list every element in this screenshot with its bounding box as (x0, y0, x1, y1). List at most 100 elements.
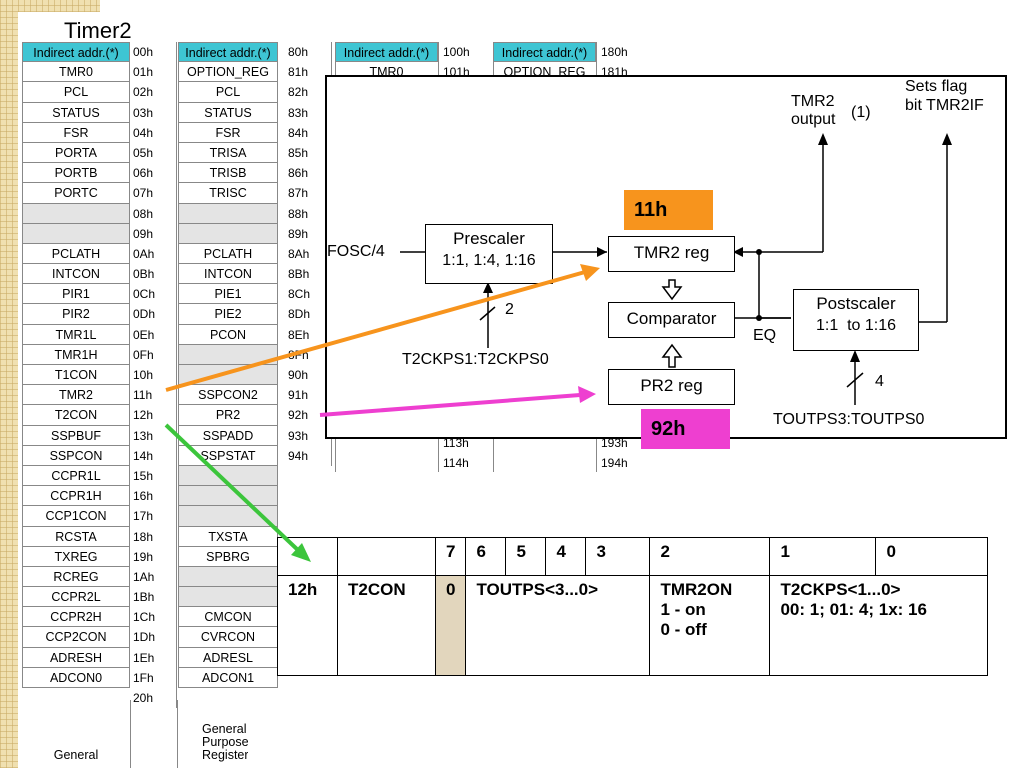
toutps-field: TOUTPS<3...0> (465, 575, 651, 676)
tmr2-output-text: TMR2 output (791, 93, 836, 128)
bank1-register-cell: ADCON1 (178, 667, 278, 688)
t2con-address: 12h (277, 575, 338, 676)
t2ckps-values: 00: 1; 01: 4; 1x: 16 (780, 600, 927, 619)
bank1-register-cell (178, 203, 278, 224)
pr2-address-tag: 92h (641, 409, 730, 449)
prescaler-select-label: T2CKPS1:T2CKPS0 (402, 351, 549, 368)
tmr2if-flag-label: Sets flag bit TMR2IF (905, 77, 984, 115)
bank0-address: 0Ch (133, 287, 156, 302)
postscaler-bus-width: 4 (875, 373, 884, 390)
tmr2on-field: TMR2ON 1 - on 0 - off (649, 575, 771, 676)
bank1-address: 8Ah (288, 246, 310, 261)
bank0-register-cell (22, 223, 130, 244)
bank3-address: 180h (601, 45, 628, 59)
bank1-address: 83h (288, 105, 309, 120)
bank0-address: 04h (133, 125, 154, 140)
bit-2-header: 2 (649, 537, 771, 576)
header-cell (277, 537, 338, 576)
bank0-address: 1Dh (133, 630, 156, 645)
eq-label: EQ (753, 327, 777, 344)
bank0-address: 0Fh (133, 347, 154, 362)
bit-0-header: 0 (875, 537, 989, 576)
bank1-register-cell: TRISA (178, 142, 278, 164)
bank0-address: 0Dh (133, 307, 156, 322)
decorative-border-left (0, 0, 18, 768)
bank0-register-cell: CCPR2H (22, 607, 130, 628)
bank1-register-cell (178, 465, 278, 487)
bank0-register-cell: ADCON0 (22, 667, 130, 688)
bank1-register-cell: CMCON (178, 607, 278, 628)
bank0-register-cell: TXREG (22, 546, 130, 567)
bank1-register-cell (178, 506, 278, 527)
bank0-column-border (130, 700, 131, 768)
bank1-register-cell (178, 587, 278, 608)
bank0-register-cell: PIR2 (22, 304, 130, 325)
bank2-address: 100h (443, 45, 470, 59)
bank0-register-cell: CCPR1L (22, 465, 130, 487)
bank0-address: 0Bh (133, 267, 155, 282)
bank0-address: 01h (133, 65, 154, 80)
bank0-register-cell: SSPBUF (22, 425, 130, 446)
bank0-address: 18h (133, 529, 154, 544)
bank0-register-cell: TMR1H (22, 344, 130, 365)
postscaler-block: Postscaler 1:1 to 1:16 (793, 289, 919, 351)
bank0-address: 07h (133, 186, 154, 201)
bank0-address: 1Bh (133, 590, 155, 605)
bank1-address: 85h (288, 145, 309, 160)
bank0-register-cell: RCSTA (22, 526, 130, 547)
pr2-register-block: PR2 reg (608, 369, 735, 405)
bank1-footer-label: General Purpose Registers (202, 723, 248, 762)
tmr2-output-note: (1) (851, 104, 871, 121)
bank0-register-cell: PIR1 (22, 284, 130, 305)
postscaler-ratios: 1:1 to 1:16 (815, 317, 897, 334)
bank1-register-cell (178, 344, 278, 365)
bank0-address: 05h (133, 145, 154, 160)
bank3-address: 193h (601, 436, 628, 447)
bank0-address: 17h (133, 509, 154, 524)
tmr2-register-block: TMR2 reg (608, 236, 735, 272)
bank0-address: 06h (133, 166, 154, 181)
bank1-address: 88h (288, 206, 309, 221)
bank0-address: 1Fh (133, 670, 154, 685)
bank1-address: 80h (288, 45, 309, 59)
t2con-bit-table: 7 6 5 4 3 2 1 0 12h T2CON 0 TOUTPS<3...0… (277, 537, 989, 676)
decorative-border-top (18, 0, 100, 12)
bank1-register-cell: PIE1 (178, 284, 278, 305)
bit-7-header: 7 (434, 537, 467, 576)
bank1-register-cell: STATUS (178, 102, 278, 123)
bank1-register-cell: CVRCON (178, 627, 278, 648)
tmr2-address-tag: 11h (624, 190, 713, 230)
bank2-address: 101h (443, 65, 470, 76)
bank0-register-cell: TMR2 (22, 385, 130, 406)
bank1-register-cell: PCLATH (178, 243, 278, 265)
tmr2-output-label: TMR2 output (1) (791, 93, 871, 129)
bit-3-header: 3 (585, 537, 651, 576)
bank1-register-cell: PCON (178, 324, 278, 345)
bank0-register-cell: ADRESH (22, 647, 130, 668)
bank0-register-cell: CCPR2L (22, 587, 130, 608)
bank1-register-cell: TRISB (178, 163, 278, 184)
bit-7-value: 0 (434, 575, 467, 676)
bank0-register-cell: FSR (22, 122, 130, 143)
bank1-register-cell (178, 223, 278, 244)
bank0-address: 08h (133, 206, 154, 221)
bank0-address: 20h (133, 691, 154, 705)
bank0-register-cell: T2CON (22, 405, 130, 426)
bank2-address: 114h (443, 456, 469, 470)
fosc-label: FOSC/4 (327, 243, 385, 260)
bank1-address: 87h (288, 186, 309, 201)
bank1-address: 81h (288, 65, 309, 80)
bank0-address: 13h (133, 428, 154, 443)
bit-6-header: 6 (465, 537, 507, 576)
t2ckps-name: T2CKPS<1...0> (780, 580, 901, 599)
bank0-register-cell: PCLATH (22, 243, 130, 265)
bank1-register-cell: PCL (178, 82, 278, 103)
bank1-address: 94h (288, 448, 309, 463)
bank3-second-register: OPTION_REG (503, 65, 586, 76)
bank0-register-cell: CCP1CON (22, 506, 130, 527)
prescaler-ratios: 1:1, 1:4, 1:16 (442, 252, 536, 269)
bank0-address: 02h (133, 85, 154, 100)
